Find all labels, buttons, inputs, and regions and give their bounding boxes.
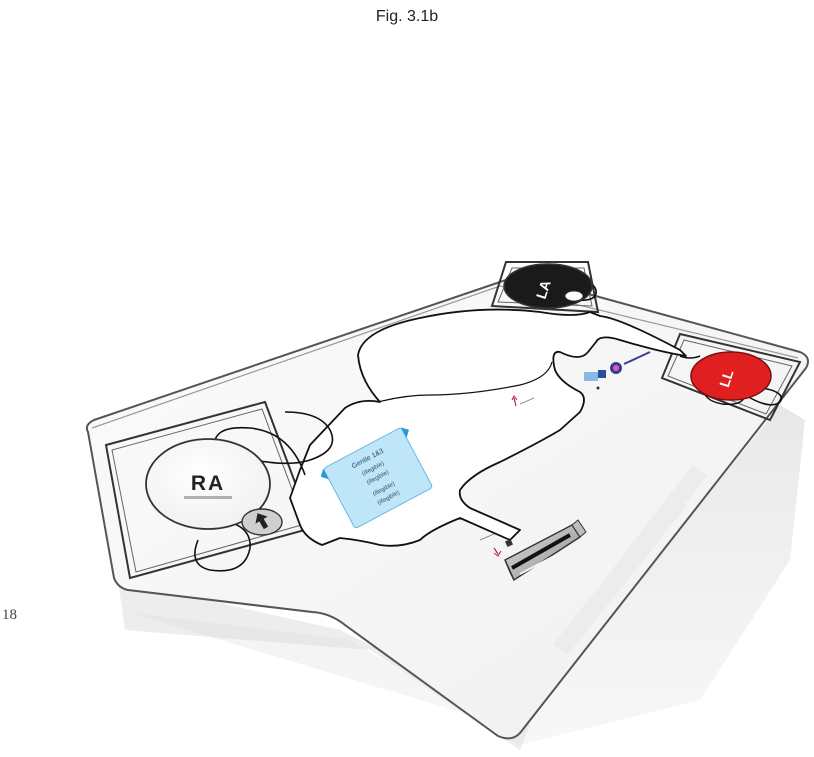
la-electrode: LA	[503, 263, 593, 309]
card-tab-right	[400, 427, 410, 438]
board-shading	[552, 464, 708, 656]
ll-lead-wire	[679, 355, 782, 406]
ll-electrode: LL	[690, 351, 772, 401]
ra-lead-loop	[194, 519, 251, 572]
instruction-card: Gentle 1&3 (illegible) (illegible) (ille…	[320, 427, 433, 529]
board-shadow	[128, 405, 805, 745]
marking-arrow-upper	[511, 395, 535, 407]
ll-pad-frame	[660, 332, 802, 422]
up-arrow-icon	[255, 513, 269, 530]
ra-label: RA	[191, 472, 225, 495]
circuit-inner-path	[377, 361, 553, 403]
board-edge-highlight	[91, 285, 799, 429]
ll-label: LL	[716, 367, 737, 389]
cable-connector-icon	[504, 519, 587, 582]
figure-title: Fig. 3.1b	[375, 8, 439, 25]
brand-logo-small	[584, 351, 651, 390]
ra-electrode: RA	[145, 438, 283, 536]
board-shadow-bottom	[118, 580, 530, 750]
card-tab-left	[320, 468, 329, 480]
marking-arrow-lower	[479, 533, 513, 557]
page-number: 18	[2, 607, 17, 623]
la-label: LA	[533, 278, 554, 301]
la-pad-frame	[490, 261, 600, 314]
ra-label-underline	[184, 496, 232, 499]
la-snap-button	[564, 290, 584, 302]
